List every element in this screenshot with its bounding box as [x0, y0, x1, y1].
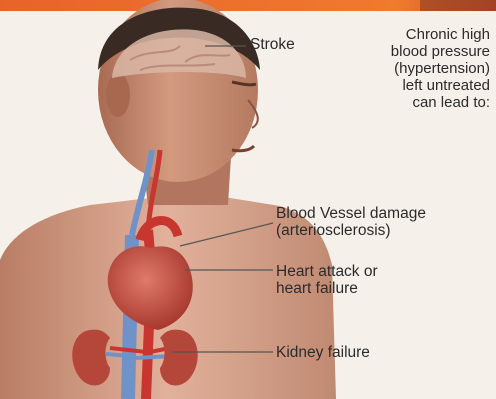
- intro-line-5: can lead to:: [320, 94, 490, 111]
- intro-line-1: Chronic high: [320, 26, 490, 43]
- label-vessel-damage: Blood Vessel damage (arteriosclerosis): [276, 205, 426, 239]
- label-vessel-line1: Blood Vessel damage: [276, 205, 426, 222]
- label-kidney-failure: Kidney failure: [276, 344, 370, 361]
- intro-line-4: left untreated: [320, 77, 490, 94]
- label-stroke: Stroke: [250, 36, 295, 53]
- renal-vein-left: [106, 354, 130, 356]
- label-heart-failure: Heart attack or heart failure: [276, 263, 378, 297]
- top-bar-corner-photo: [420, 0, 496, 11]
- intro-text: Chronic high blood pressure (hypertensio…: [320, 26, 490, 111]
- intro-line-2: blood pressure: [320, 43, 490, 60]
- intro-line-3: (hypertension): [320, 60, 490, 77]
- label-heart-line2: heart failure: [276, 280, 378, 297]
- ear: [106, 73, 130, 117]
- label-heart-line1: Heart attack or: [276, 263, 378, 280]
- label-vessel-line2: (arteriosclerosis): [276, 222, 426, 239]
